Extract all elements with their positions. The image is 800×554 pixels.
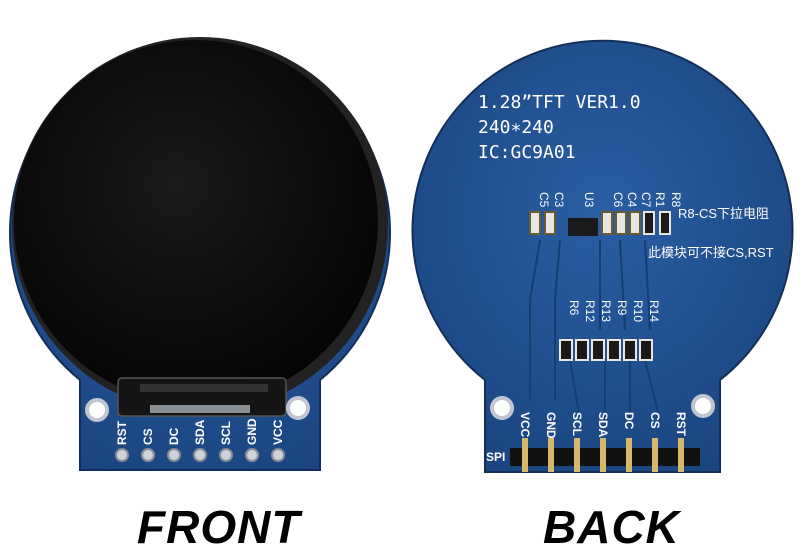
front-pin-label: SCL <box>219 421 233 445</box>
spi-label: SPI <box>486 450 505 464</box>
back-pcb <box>411 39 794 473</box>
front-pin-pad <box>271 448 285 462</box>
back-mid-resistors <box>559 339 653 361</box>
component-label: C6 <box>611 192 625 208</box>
header-pin <box>626 438 632 472</box>
back-header-pins <box>522 438 684 472</box>
component-label: C5 <box>537 192 551 208</box>
back-mount-hole-right <box>691 394 715 418</box>
front-screen <box>14 40 378 404</box>
component-label: R12 <box>583 300 597 322</box>
ribbon-metal <box>150 405 250 413</box>
header-pin <box>652 438 658 472</box>
front-pin-label: RST <box>115 420 129 445</box>
component-label: R6 <box>567 300 581 316</box>
back-pin-label: CS <box>648 412 662 429</box>
front-pin-label: SDA <box>193 419 207 445</box>
back-info-line1: 1.28”TFT VER1.0 <box>478 92 641 113</box>
front-pin-pad <box>193 448 207 462</box>
component-label: C3 <box>552 192 566 208</box>
header-pin <box>678 438 684 472</box>
front-pin-pad <box>219 448 233 462</box>
ribbon-strip <box>140 384 268 392</box>
front-pin-label: VCC <box>271 419 285 445</box>
component-label: U3 <box>582 192 596 208</box>
front-pin-label: CS <box>141 428 155 445</box>
back-pin-label: SCL <box>570 412 584 436</box>
back-top-chips <box>529 211 671 236</box>
front-mount-hole-right <box>286 396 310 420</box>
front-pin-pad <box>167 448 181 462</box>
header-pin <box>548 438 554 472</box>
component-label: C4 <box>625 192 639 208</box>
component-label: R8 <box>669 192 683 208</box>
front-board: RST CS DC SDA SCL GND VCC <box>9 37 391 471</box>
back-traces <box>529 239 661 421</box>
component-label: R14 <box>647 300 661 322</box>
front-pin-pad <box>141 448 155 462</box>
back-pin-label: VCC <box>518 412 532 438</box>
component-label: R13 <box>599 300 613 322</box>
front-pin-pad <box>115 448 129 462</box>
header-pin <box>574 438 580 472</box>
component-label: R9 <box>615 300 629 316</box>
header-pin <box>522 438 528 472</box>
back-pin-label: DC <box>622 412 636 430</box>
header-pin <box>600 438 606 472</box>
front-pin-pads <box>115 448 285 462</box>
component-label: R1 <box>653 192 667 208</box>
back-pin-labels: VCC GND SCL SDA DC CS RST <box>518 412 688 439</box>
back-pin-label: GND <box>544 412 558 439</box>
component-label: R10 <box>631 300 645 322</box>
front-pin-pad <box>245 448 259 462</box>
back-note-1: R8-CS下拉电阻 <box>678 206 769 221</box>
caption-front: FRONT <box>137 501 301 553</box>
front-mount-hole-left <box>85 398 109 422</box>
front-pin-labels: RST CS DC SDA SCL GND VCC <box>115 418 285 445</box>
front-pin-label: DC <box>167 427 181 445</box>
back-pin-label: SDA <box>596 412 610 438</box>
back-pin-label: RST <box>674 412 688 437</box>
back-mount-hole-left <box>490 396 514 420</box>
front-pin-label: GND <box>245 418 259 445</box>
back-note-2: 此模块可不接CS,RST <box>648 245 774 260</box>
caption-back: BACK <box>543 501 680 553</box>
component-label: C7 <box>639 192 653 208</box>
back-info-line2: 240∗240 <box>478 117 554 138</box>
back-info-line3: IC:GC9A01 <box>478 142 576 163</box>
